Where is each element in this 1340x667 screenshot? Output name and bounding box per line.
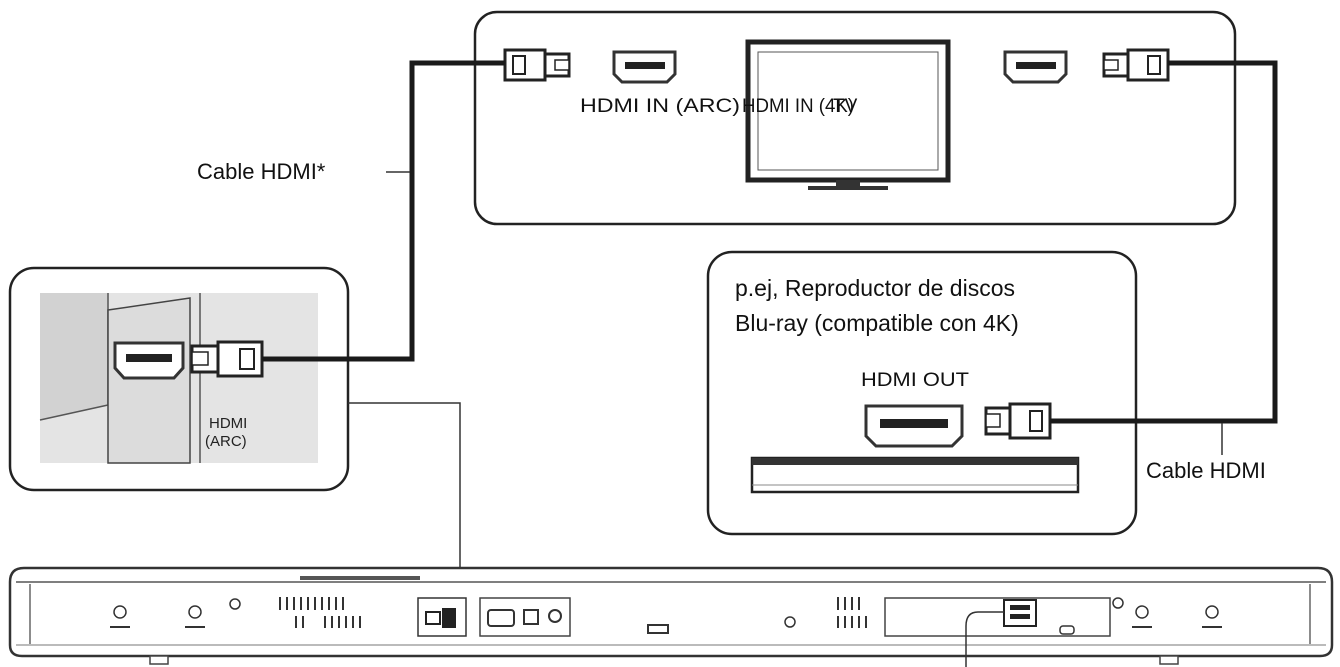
tv-panel: HDMI IN (ARC) HDMI IN (4K) TV bbox=[473, 10, 1237, 226]
hdmi-cables bbox=[262, 60, 1278, 610]
hdmi-plug-icon bbox=[1102, 48, 1170, 82]
player-label-line2: Blu-ray (compatible con 4K) bbox=[735, 310, 1019, 336]
hdmi-plug-icon bbox=[190, 340, 264, 378]
soundbar-icon bbox=[8, 566, 1334, 667]
hdmi-port-icon bbox=[864, 404, 964, 448]
hdmi-plug-icon bbox=[984, 402, 1052, 440]
player-hdmi-out-label: HDMI OUT bbox=[861, 370, 969, 391]
hdmi-port-icon bbox=[612, 50, 677, 84]
soundbar-arc-label: (ARC) bbox=[205, 433, 247, 450]
blu-ray-player-panel: p.ej, Reproductor de discos Blu-ray (com… bbox=[706, 250, 1138, 536]
tv-label: TV bbox=[833, 96, 858, 117]
hdmi-plug-icon bbox=[503, 48, 571, 82]
blu-ray-player-icon bbox=[750, 456, 1080, 494]
soundbar-closeup-panel: HDMI (ARC) bbox=[8, 266, 350, 492]
tv-icon bbox=[745, 39, 951, 190]
hdmi-port-icon bbox=[113, 341, 185, 380]
tv-hdmi-in-arc-label: HDMI IN (ARC) bbox=[580, 96, 740, 117]
soundbar-hdmi-label: HDMI bbox=[209, 415, 247, 432]
player-label-line1: p.ej, Reproductor de discos bbox=[735, 275, 1015, 301]
cable-hdmi-label: Cable HDMI bbox=[1146, 458, 1266, 483]
tv-hdmi-in-4k-label: HDMI IN (4K) bbox=[742, 96, 854, 117]
hdmi-port-icon bbox=[1003, 50, 1068, 84]
cable-hdmi-star-label: Cable HDMI* bbox=[197, 159, 326, 184]
